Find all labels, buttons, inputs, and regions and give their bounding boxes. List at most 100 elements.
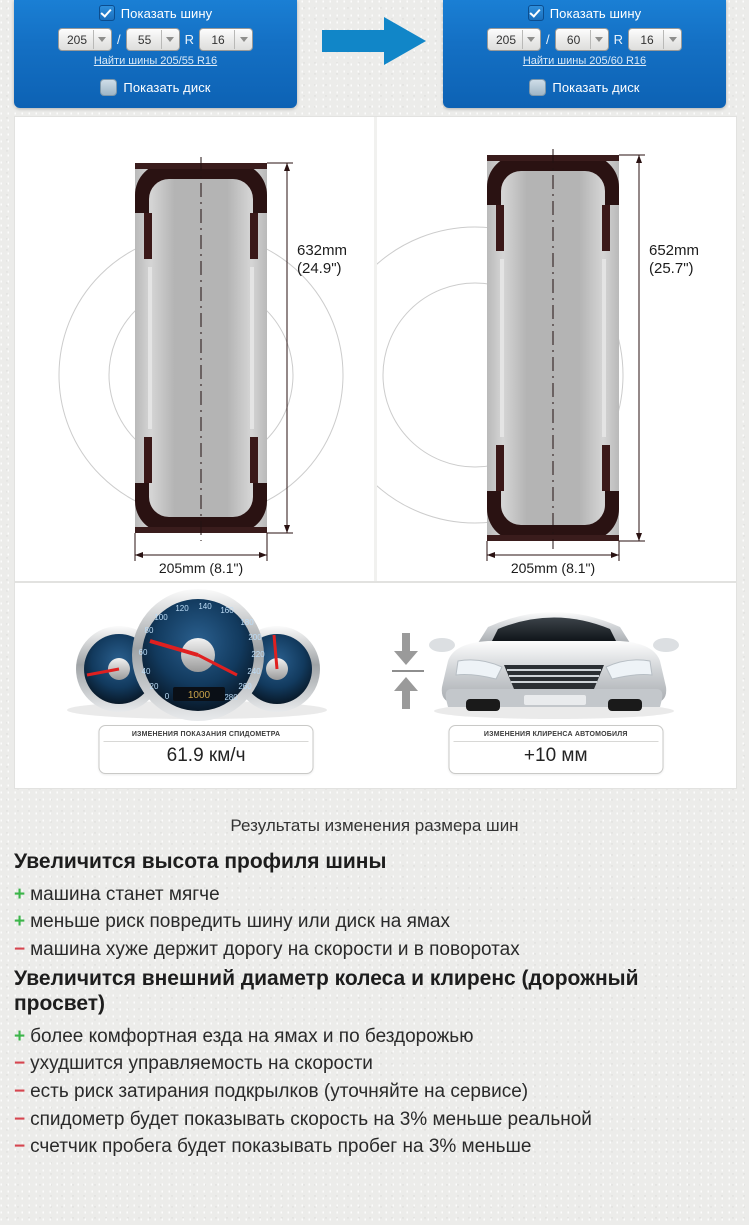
tire-size-selectors: Показать шину 205 / 55 R 16 Найти шины 2… [0,0,749,112]
right-profile-value: 60 [566,32,581,47]
svg-text:1000: 1000 [188,690,211,701]
svg-text:240: 240 [247,667,261,676]
minus-icon: − [14,1053,26,1075]
list-item-text: спидометр будет показывать скорость на 3… [30,1108,592,1130]
right-show-disc-row[interactable]: Показать диск [443,76,726,98]
minus-icon: − [14,1108,26,1130]
list-item-text: ухудшится управляемость на скорости [30,1053,373,1075]
plus-icon: + [14,911,26,933]
separator-slash: / [116,32,121,47]
show-tire-checkbox[interactable] [527,5,544,21]
radial-letter: R [613,32,623,47]
left-show-tire-row[interactable]: Показать шину [14,2,297,24]
list-item: −машина хуже держит дорогу на скорости и… [14,936,735,964]
svg-text:40: 40 [142,667,151,676]
list-item: −есть риск затирания подкрылков (уточняй… [14,1078,735,1106]
minus-icon: − [14,1136,26,1158]
left-tire-selector-panel: Показать шину 205 / 55 R 16 Найти шины 2… [14,0,297,108]
left-diameter-value: 16 [211,32,225,47]
list-item: −спидометр будет показывать скорость на … [14,1106,735,1134]
list-item: −ухудшится управляемость на скорости [14,1050,735,1078]
car-front-view-icon [391,612,679,719]
right-width-value: 205 [495,32,516,47]
right-show-tire-row[interactable]: Показать шину [443,2,726,24]
show-disc-checkbox[interactable] [529,78,547,96]
clearance-value: +10 мм [523,745,588,766]
right-diameter-select[interactable]: 16 [628,28,682,51]
left-diameter-select[interactable]: 16 [199,28,253,51]
right-width-dimension: 205mm (8.1") [511,560,595,576]
tire-diagrams: 632mm (24.9") 205mm (8.1") [14,116,737,582]
right-tire-drawing: 652mm (25.7") 205mm (8.1") [377,149,699,576]
svg-text:200: 200 [248,633,262,642]
clearance-readout: ИЗМЕНЕНИЯ КЛИРЕНСА АВТОМОБИЛЯ +10 мм [448,725,664,774]
svg-text:20: 20 [150,682,159,691]
section-1-bullets: +машина станет мягче +меньше риск повред… [0,877,749,964]
left-diameter-inch: (24.9") [297,260,342,277]
chevron-down-icon [92,30,111,49]
comparison-arrow-icon [322,17,426,65]
right-profile-select[interactable]: 60 [554,28,609,51]
left-size-row: 205 / 55 R 16 [14,28,297,51]
right-diameter-inch: (25.7") [649,260,694,277]
chevron-down-icon [160,30,179,49]
plus-icon: + [14,883,26,905]
right-tire-diagram: 652mm (25.7") 205mm (8.1") [374,117,736,581]
left-show-disc-row[interactable]: Показать диск [14,76,297,98]
results-title: Результаты изменения размера шин [230,816,519,835]
section-1-heading: Увеличится высота профиля шины [14,850,387,873]
right-find-tires-link[interactable]: Найти шины 205/60 R16 [522,55,647,67]
show-disc-label: Показать диск [552,79,640,95]
list-item: +более комфортная езда на ямах и по безд… [14,1023,735,1051]
chevron-down-icon [234,30,252,49]
list-item-text: есть риск затирания подкрылков (уточняйт… [30,1081,529,1103]
list-item-text: машина хуже держит дорогу на скорости и … [30,938,520,960]
section-2-bullets: +более комфортная езда на ямах и по безд… [0,1019,749,1161]
clearance-cell: ИЗМЕНЕНИЯ КЛИРЕНСА АВТОМОБИЛЯ +10 мм [376,583,737,788]
left-width-value: 205 [66,32,87,47]
right-width-select[interactable]: 205 [486,28,541,51]
show-tire-label: Показать шину [120,5,213,21]
minus-icon: − [14,938,26,960]
list-item-text: более комфортная езда на ямах и по бездо… [30,1025,474,1047]
left-profile-select[interactable]: 55 [125,28,180,51]
svg-text:140: 140 [198,602,212,611]
list-item-text: меньше риск повредить шину или диск на я… [30,911,451,933]
chevron-down-icon [589,30,608,49]
list-item: +машина станет мягче [14,881,735,909]
right-diameter-mm: 652mm [649,242,699,259]
list-item-text: счетчик пробега будет показывать пробег … [30,1136,532,1158]
svg-text:220: 220 [251,650,265,659]
show-disc-label: Показать диск [123,79,211,95]
left-tire-drawing: 632mm (24.9") 205mm (8.1") [58,157,347,576]
svg-text:100: 100 [154,613,168,622]
show-tire-label: Показать шину [549,5,642,21]
svg-text:160: 160 [220,606,234,615]
right-diameter-value: 16 [640,32,654,47]
separator-slash: / [545,32,550,47]
svg-text:280: 280 [224,693,238,702]
list-item-text: машина станет мягче [30,883,220,905]
clearance-caption: ИЗМЕНЕНИЯ КЛИРЕНСА АВТОМОБИЛЯ [453,731,659,742]
left-find-tires-link[interactable]: Найти шины 205/55 R16 [93,55,218,67]
svg-text:0: 0 [165,692,170,701]
left-tire-diagram: 632mm (24.9") 205mm (8.1") [15,117,374,581]
svg-text:180: 180 [240,618,254,627]
left-width-dimension: 205mm (8.1") [159,560,243,576]
show-disc-checkbox[interactable] [100,78,118,96]
list-item: −счетчик пробега будет показывать пробег… [14,1133,735,1161]
left-width-select[interactable]: 205 [57,28,112,51]
speedometer-caption: ИЗМЕНЕНИЯ ПОКАЗАНИЯ СПИДОМЕТРА [103,731,309,742]
svg-text:80: 80 [145,626,154,635]
minus-icon: − [14,1081,26,1103]
show-tire-checkbox[interactable] [98,5,115,21]
plus-icon: + [14,1025,26,1047]
right-size-row: 205 / 60 R 16 [443,28,726,51]
radial-letter: R [184,32,194,47]
svg-text:60: 60 [139,648,148,657]
svg-text:120: 120 [175,604,189,613]
chevron-down-icon [663,30,681,49]
